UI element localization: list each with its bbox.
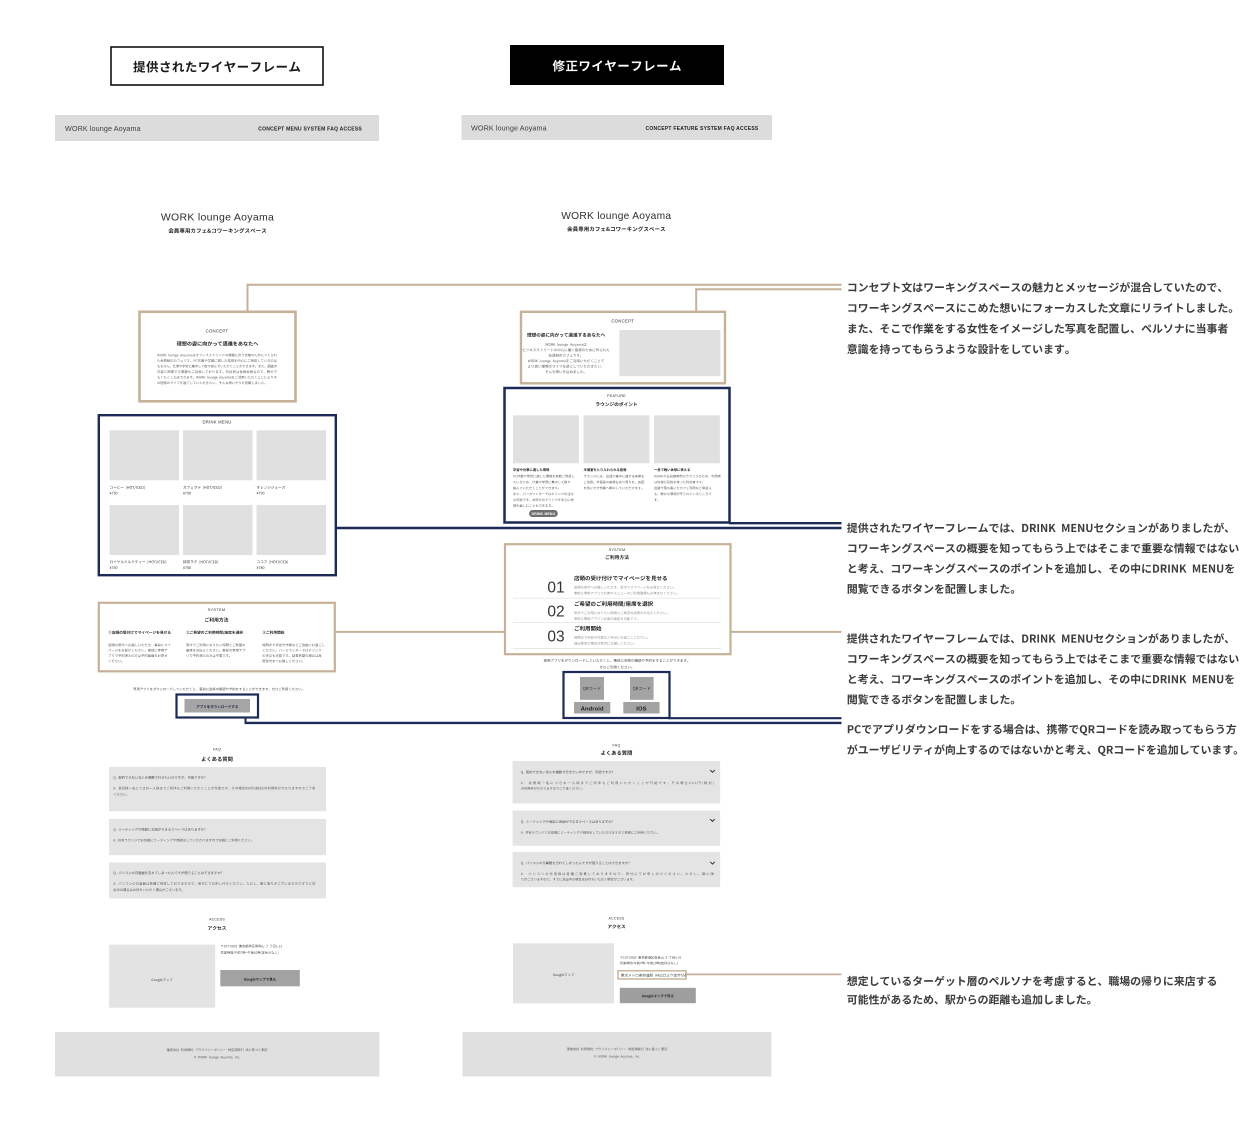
svg-text:03: 03 — [547, 629, 564, 646]
svg-text:WORK lounge Aoyama: WORK lounge Aoyama — [65, 124, 141, 133]
svg-text:Android: Android — [581, 707, 604, 713]
svg-text:CONCEPT: CONCEPT — [611, 319, 634, 324]
svg-text:DRINK MENU: DRINK MENU — [532, 512, 556, 516]
svg-text:01: 01 — [547, 580, 564, 597]
svg-text:FAQ: FAQ — [612, 744, 620, 748]
svg-text:CONCEPT FEATURE SYSTEM FAQ ACC: CONCEPT FEATURE SYSTEM FAQ ACCESS — [646, 126, 759, 132]
svg-text:SYSTEM: SYSTEM — [609, 548, 626, 552]
svg-text:ACCESS: ACCESS — [609, 916, 625, 920]
svg-text:IOS: IOS — [636, 707, 646, 713]
svg-text:WORK lounge Aoyama: WORK lounge Aoyama — [471, 124, 547, 133]
svg-text:DRINK MENU: DRINK MENU — [202, 419, 231, 424]
svg-text:CONCEPT: CONCEPT — [206, 329, 229, 334]
svg-text:02: 02 — [547, 604, 564, 621]
svg-text:ACCESS: ACCESS — [209, 918, 225, 922]
svg-text:FEATURE: FEATURE — [607, 394, 626, 398]
svg-text:FAQ: FAQ — [213, 748, 221, 752]
svg-text:WORK lounge Aoyama: WORK lounge Aoyama — [561, 211, 671, 222]
svg-text:CONCEPT MENU SYSTEM FAQ ACCESS: CONCEPT MENU SYSTEM FAQ ACCESS — [258, 127, 362, 133]
svg-text:SYSTEM: SYSTEM — [208, 607, 226, 612]
svg-text:WORK lounge Aoyama: WORK lounge Aoyama — [161, 211, 274, 223]
